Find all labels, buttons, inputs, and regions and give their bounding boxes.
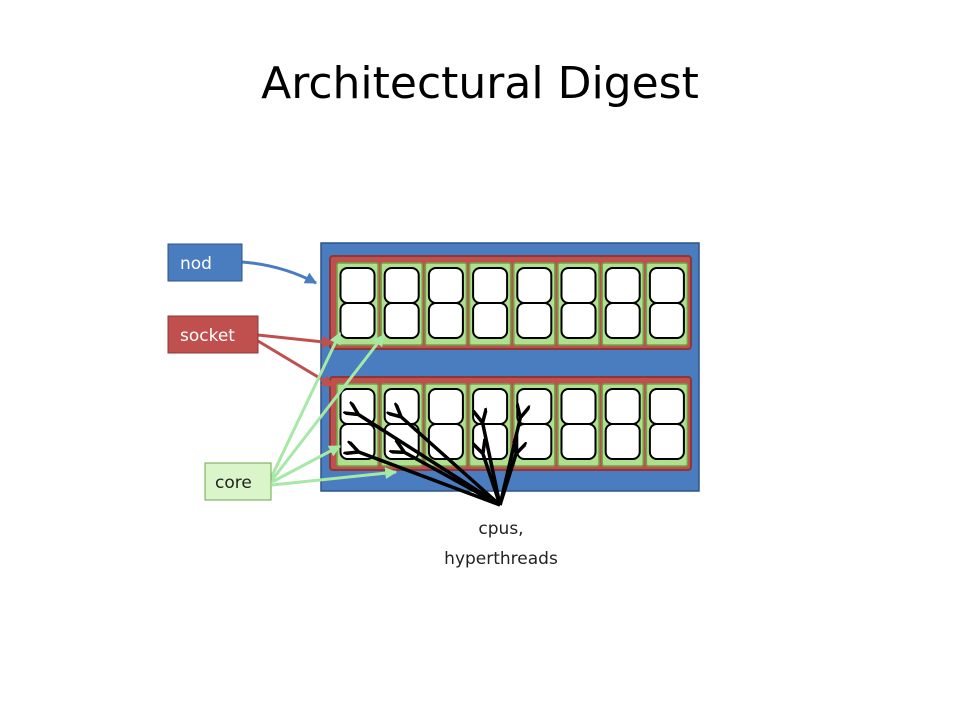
core-arrows bbox=[268, 331, 398, 487]
cpus-label-line1: cpus, bbox=[478, 519, 523, 539]
cpu-arrow bbox=[399, 415, 502, 507]
hyperthread bbox=[427, 423, 464, 460]
hyperthread bbox=[516, 388, 553, 425]
hyperthread bbox=[648, 267, 685, 304]
hyperthread bbox=[560, 302, 597, 339]
hyperthread bbox=[472, 302, 509, 339]
hyperthread bbox=[383, 302, 420, 339]
cpu-arrow bbox=[356, 413, 501, 507]
socket-arrows bbox=[257, 333, 335, 388]
hyperthread bbox=[339, 388, 376, 425]
node-arrow bbox=[241, 260, 318, 285]
hyperthread bbox=[604, 267, 641, 304]
core-label-text: core bbox=[215, 473, 252, 493]
cpu-arrow bbox=[498, 451, 517, 506]
socket-label: socket bbox=[167, 315, 259, 354]
hyperthread bbox=[383, 267, 420, 304]
hyperthread bbox=[604, 388, 641, 425]
hyperthread bbox=[472, 388, 509, 425]
hyperthread bbox=[339, 423, 376, 460]
hyperthread bbox=[648, 388, 685, 425]
cpu-arrow bbox=[356, 451, 501, 507]
cpu-arrows bbox=[356, 413, 521, 507]
hyperthread bbox=[604, 302, 641, 339]
core-label: core bbox=[204, 462, 272, 501]
hyperthread bbox=[516, 302, 553, 339]
hyperthread bbox=[560, 267, 597, 304]
hyperthread bbox=[427, 302, 464, 339]
hardware-group bbox=[329, 255, 692, 471]
hyperthread bbox=[427, 267, 464, 304]
hyperthread bbox=[560, 388, 597, 425]
socket-label-text: socket bbox=[180, 326, 235, 346]
hyperthread bbox=[427, 388, 464, 425]
hyperthread bbox=[516, 423, 553, 460]
hyperthread bbox=[648, 423, 685, 460]
cpu-arrow bbox=[482, 451, 502, 506]
hyperthread bbox=[472, 267, 509, 304]
cpu-arrow bbox=[402, 451, 501, 507]
hyperthread bbox=[604, 423, 641, 460]
node-label-text: nod bbox=[180, 254, 212, 274]
hyperthread bbox=[516, 267, 553, 304]
node-label: nod bbox=[167, 243, 243, 282]
cpus-label-line2: hyperthreads bbox=[444, 549, 558, 569]
hyperthread bbox=[648, 302, 685, 339]
hyperthread bbox=[339, 267, 376, 304]
page-title: Architectural Digest bbox=[261, 58, 699, 109]
hyperthread bbox=[560, 423, 597, 460]
hyperthread bbox=[339, 302, 376, 339]
